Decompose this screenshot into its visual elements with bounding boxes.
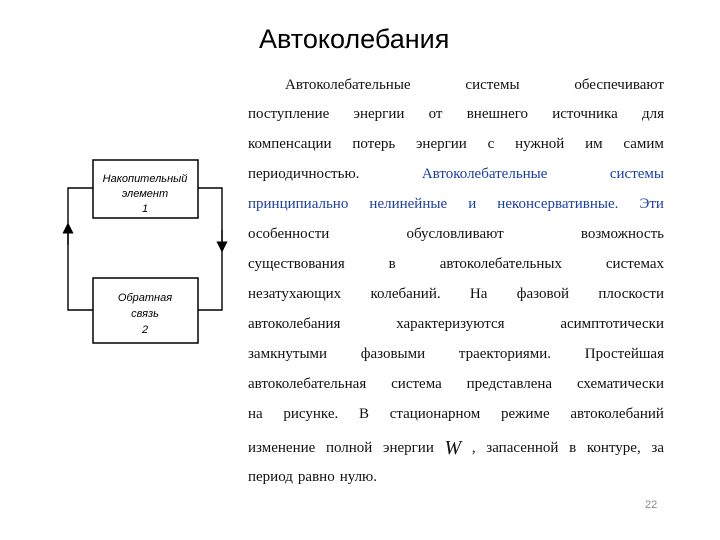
text-line: особенности обусловливают возможность <box>248 224 664 244</box>
text-word: внешнего <box>466 105 529 122</box>
text-word: , <box>471 439 476 456</box>
storage-element-block <box>92 159 199 219</box>
text-word: в <box>569 439 577 456</box>
text-word: полной <box>325 439 373 456</box>
text-word: существования <box>248 255 345 272</box>
text-line: Автоколебательные системы обеспечивают <box>285 75 664 95</box>
text-word: представлена <box>466 375 553 392</box>
text-word: режиме <box>500 405 550 422</box>
text-word: автоколебаний <box>570 405 664 422</box>
text-word: колебаний. <box>370 285 441 302</box>
text-word: незатухающих <box>248 285 342 302</box>
text-word: и <box>468 195 477 212</box>
text-word: самим <box>623 135 664 152</box>
text-word: W <box>444 437 462 459</box>
text-word: рисунке. <box>283 405 339 422</box>
text-line: незатухающих колебаний. На фазовой плоскости <box>248 284 664 304</box>
text-word: В <box>358 405 369 422</box>
block1-label-line2: элемент <box>122 188 168 200</box>
text-line: поступление энергии от внешнего источника для <box>248 104 664 124</box>
text-word: нулю. <box>339 468 378 485</box>
text-word: Простейшая <box>584 345 664 362</box>
text-word: нужной <box>515 135 565 152</box>
text-word: неконсервативные. <box>497 195 619 212</box>
text-line: замкнутыми фазовыми траекториями. Простейша… <box>248 344 664 364</box>
text-word: нелинейные <box>369 195 448 212</box>
feedback-block <box>92 277 199 344</box>
text-word: стационарном <box>389 405 481 422</box>
text-word: схематически <box>576 375 664 392</box>
text-word: с <box>487 135 495 152</box>
text-word: на <box>248 405 263 422</box>
text-word: обусловливают <box>406 225 504 242</box>
text-word: период <box>248 468 293 485</box>
text-word: плоскости <box>598 285 664 302</box>
text-word: за <box>651 439 664 456</box>
text-word: траекториями. <box>458 345 552 362</box>
text-line: компенсации потерь энергии с нужной им самим <box>248 134 664 154</box>
text-word: автоколебания <box>248 315 341 332</box>
text-word: обеспечивают <box>574 76 664 93</box>
text-word: принципиально <box>248 195 349 212</box>
text-word: контуре, <box>586 439 641 456</box>
text-word: системах <box>605 255 664 272</box>
text-word: автоколебательная <box>248 375 367 392</box>
text-word: асимптотически <box>560 315 664 332</box>
text-word: для <box>641 105 664 122</box>
block-diagram: Накопительный элемент 1 Обратная связь 2 <box>62 159 228 344</box>
text-word: система <box>391 375 442 392</box>
text-word: в <box>388 255 396 272</box>
text-word: им <box>585 135 603 152</box>
text-word: фазовой <box>516 285 569 302</box>
block2-label-line2: связь <box>131 308 159 320</box>
text-word: Автоколебательные <box>285 76 411 93</box>
page-number: 22 <box>645 499 658 511</box>
text-word: равно <box>297 468 335 485</box>
text-word: возможность <box>580 225 664 242</box>
text-word: Эти <box>639 195 664 212</box>
text-word: источника <box>552 105 618 122</box>
text-line: принципиально нелинейные и неконсервативные… <box>248 194 664 214</box>
text-word: Автоколебательные <box>421 165 548 182</box>
text-line: существования в автоколебательных системах <box>248 254 664 274</box>
text-word: особенности <box>248 225 330 242</box>
block1-number: 1 <box>142 203 148 215</box>
text-line: периодичностью. Автоколебательные системы <box>248 164 664 184</box>
block2-label-line1: Обратная <box>118 292 172 304</box>
text-word: от <box>428 105 443 122</box>
text-line: автоколебания характеризуются асимптотичес… <box>248 314 664 334</box>
block1-label-line1: Накопительный <box>103 173 188 185</box>
text-word: фазовыми <box>360 345 426 362</box>
text-word: запасенной <box>486 439 559 456</box>
block2-number: 2 <box>141 324 148 336</box>
text-word: системы <box>465 76 520 93</box>
text-word: потерь <box>352 135 396 152</box>
text-word: энергии <box>353 105 405 122</box>
text-word: энергии <box>415 135 467 152</box>
text-word: характеризуются <box>396 315 505 332</box>
text-word: замкнутыми <box>248 345 328 362</box>
text-word: периодичностью. <box>248 165 360 182</box>
text-word: изменение <box>248 439 316 456</box>
slide-title: Автоколебания <box>259 24 450 54</box>
text-word: автоколебательных <box>439 255 562 272</box>
text-word: поступление <box>248 105 330 122</box>
text-word: компенсации <box>248 135 332 152</box>
text-line: автоколебательная система представлена схем… <box>248 374 664 394</box>
text-word: энергии <box>383 439 434 456</box>
text-word: На <box>469 285 488 302</box>
text-word: системы <box>609 165 664 182</box>
